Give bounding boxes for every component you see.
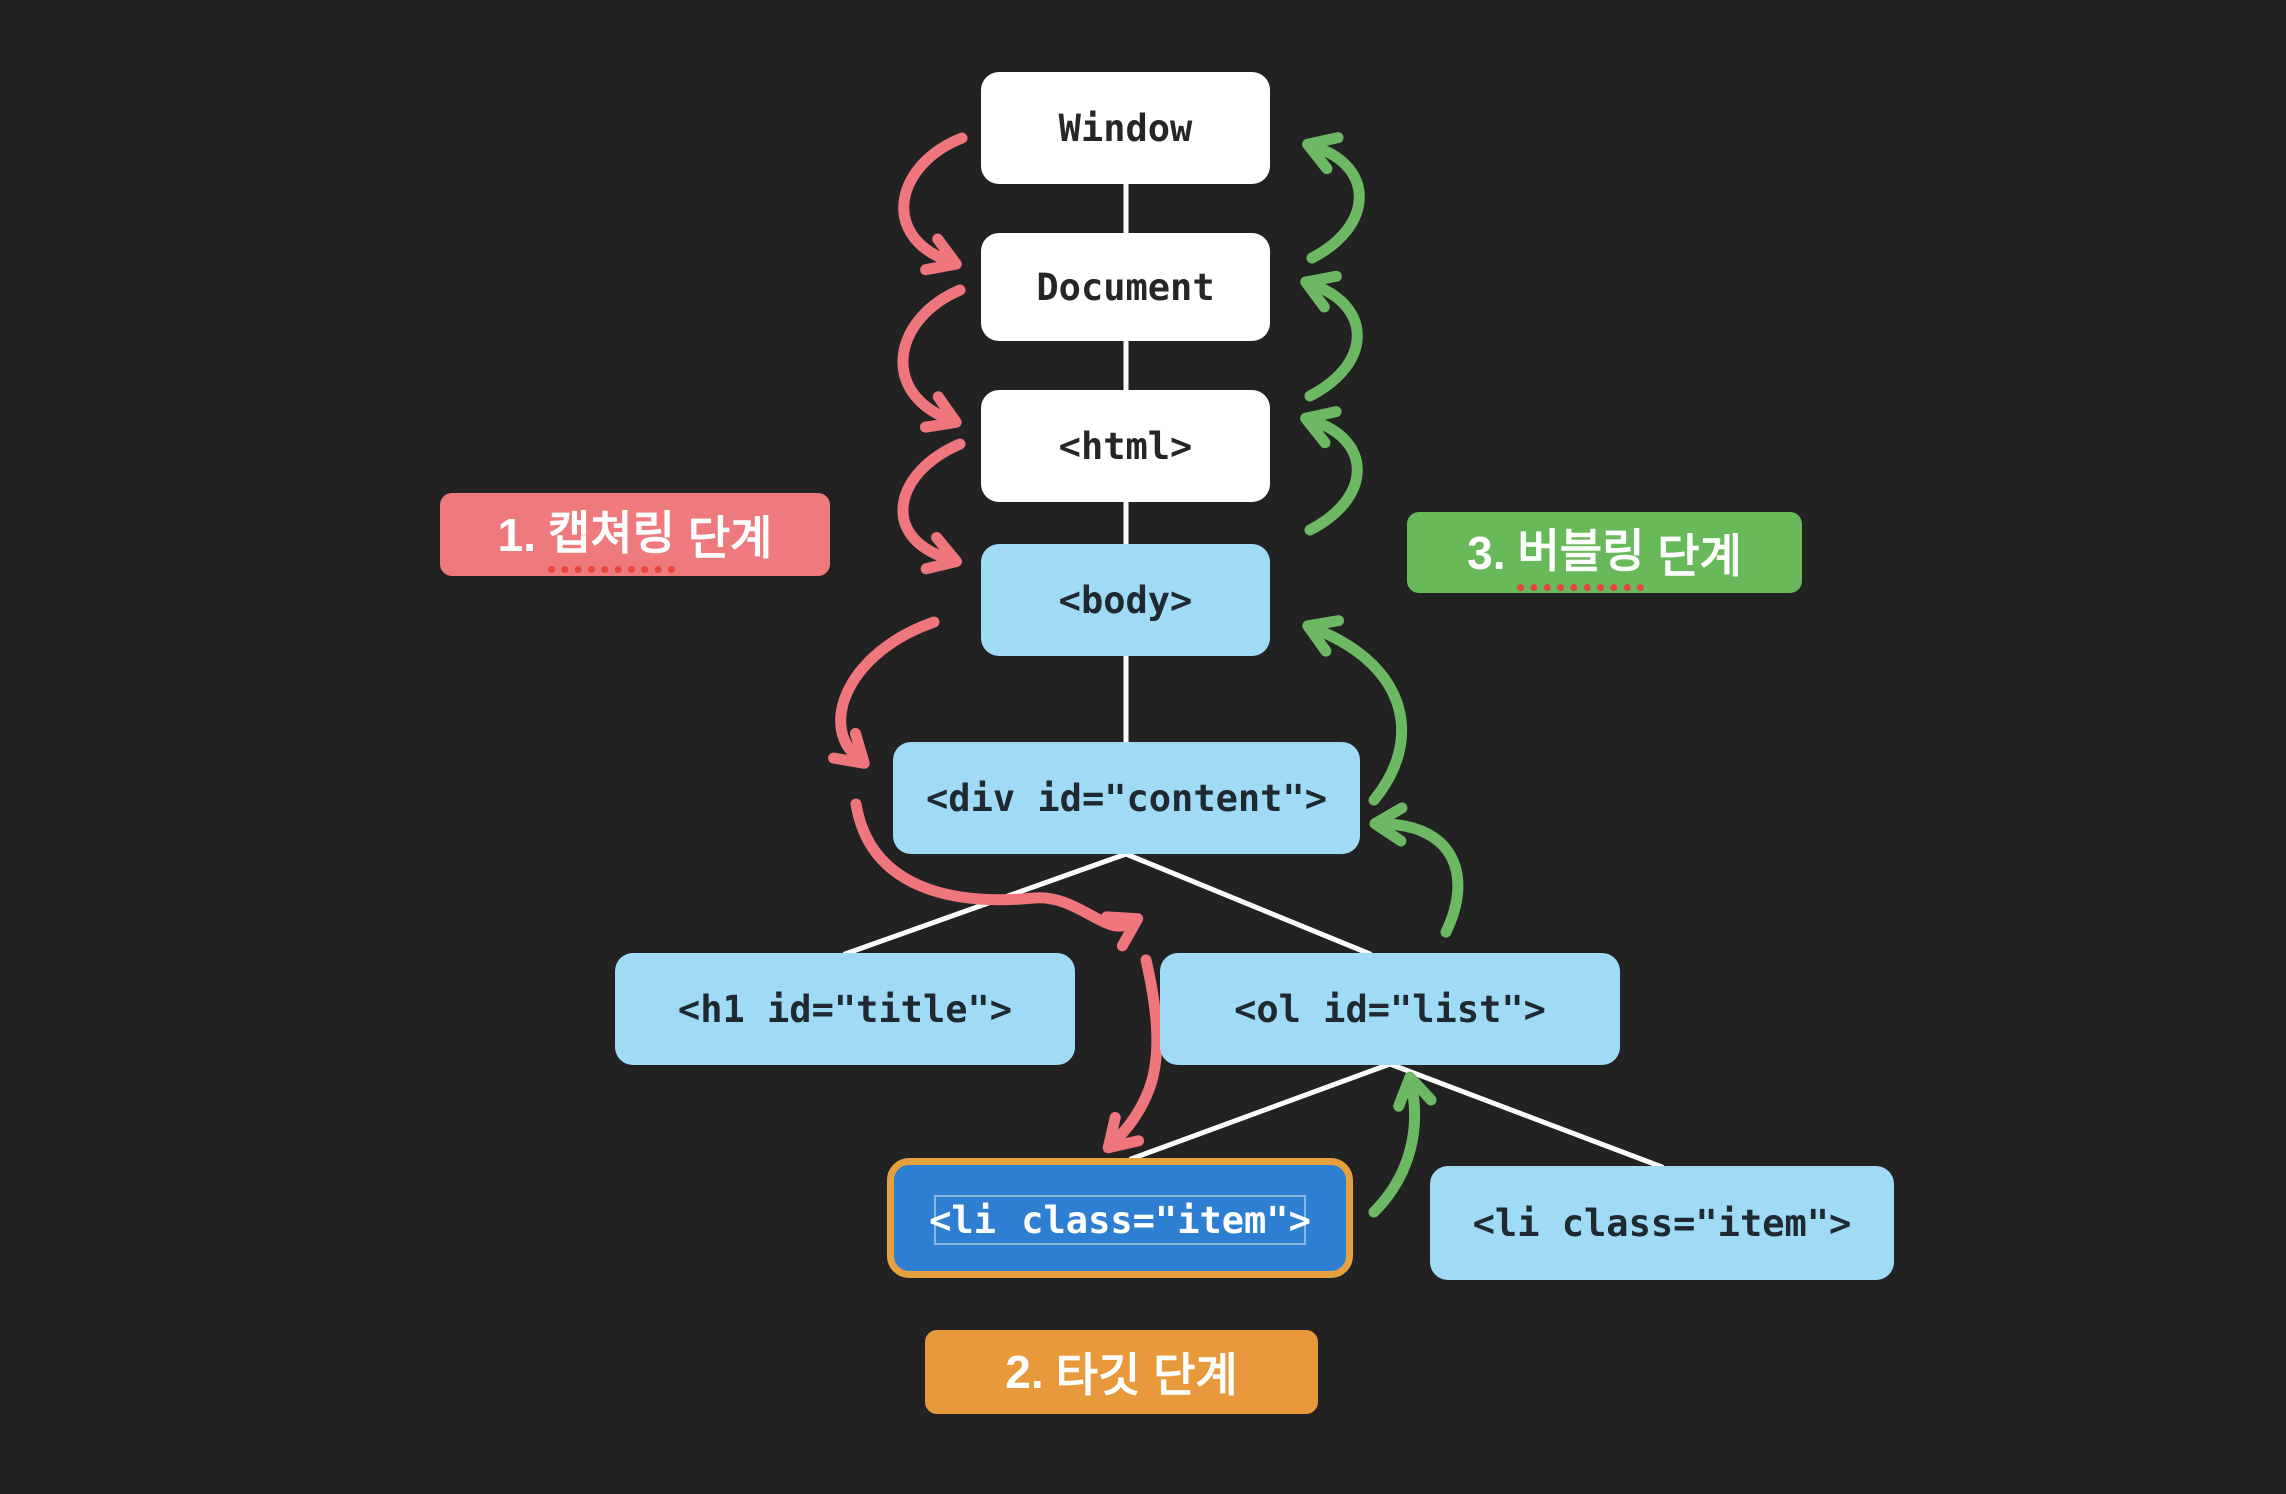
- node-body[interactable]: <body>: [981, 544, 1270, 656]
- node-ol-list[interactable]: <ol id="list">: [1160, 953, 1620, 1065]
- target-phase-number: 2.: [1005, 1346, 1044, 1398]
- node-div-content[interactable]: <div id="content">: [893, 742, 1360, 854]
- capturing-arrow-html-body: [897, 438, 966, 575]
- capturing-arrow-document-html: [897, 284, 966, 433]
- capturing-arrow-ol-li: [1102, 954, 1163, 1154]
- capturing-arrow-div-ol: [850, 798, 1144, 952]
- node-html[interactable]: <html>: [981, 390, 1270, 502]
- tree-connector-ol-li-sibling: [1387, 1061, 1665, 1170]
- capturing-phase-word: 캡쳐링: [547, 497, 675, 573]
- bubbling-arrow-body-html: [1300, 406, 1363, 536]
- bubbling-arrow-document-window: [1302, 132, 1365, 264]
- node-document-label: Document: [1036, 265, 1215, 309]
- node-li-sibling[interactable]: <li class="item">: [1430, 1166, 1894, 1280]
- tree-connector-ol-li-target: [1128, 1061, 1393, 1162]
- capturing-arrow-window-document: [898, 132, 968, 276]
- target-phase-badge[interactable]: 2.타깃 단계: [925, 1330, 1318, 1414]
- target-label-after-caret: class="item">: [998, 1198, 1311, 1242]
- target-phase-suffix: 단계: [1140, 1349, 1238, 1401]
- node-li-sibling-label: <li class="item">: [1472, 1201, 1852, 1245]
- node-window[interactable]: Window: [981, 72, 1270, 184]
- node-body-label: <body>: [1058, 578, 1193, 622]
- node-window-label: Window: [1058, 106, 1193, 150]
- target-label-before-caret: <li: [929, 1198, 996, 1242]
- node-document[interactable]: Document: [981, 233, 1270, 341]
- tree-connector-div-ol: [1123, 851, 1373, 957]
- node-li-target[interactable]: <li class="item">: [887, 1158, 1353, 1278]
- bubbling-arrow-html-document: [1300, 270, 1363, 402]
- bubbling-arrow-li-ol: [1368, 1071, 1437, 1218]
- capturing-phase-badge[interactable]: 1.캡쳐링 단계: [440, 493, 830, 576]
- node-div-content-label: <div id="content">: [926, 776, 1327, 820]
- capturing-arrow-body-div: [828, 616, 940, 769]
- node-ol-list-label: <ol id="list">: [1234, 987, 1546, 1031]
- bubbling-arrow-div-body: [1302, 615, 1408, 806]
- capturing-phase-number: 1.: [497, 508, 536, 561]
- bubbling-arrow-ol-div: [1369, 802, 1464, 938]
- bubbling-phase-suffix: 단계: [1644, 529, 1742, 582]
- target-phase-word: 타깃: [1055, 1349, 1141, 1401]
- bubbling-phase-badge[interactable]: 3.버블링 단계: [1407, 512, 1802, 593]
- node-html-label: <html>: [1058, 424, 1193, 468]
- bubbling-phase-number: 3.: [1467, 526, 1506, 579]
- node-h1-title[interactable]: <h1 id="title">: [615, 953, 1075, 1065]
- node-h1-title-label: <h1 id="title">: [677, 987, 1013, 1031]
- bubbling-phase-word: 버블링: [1517, 515, 1645, 591]
- capturing-phase-suffix: 단계: [674, 511, 773, 564]
- target-text-edit-frame[interactable]: <li class="item">: [929, 1195, 1311, 1245]
